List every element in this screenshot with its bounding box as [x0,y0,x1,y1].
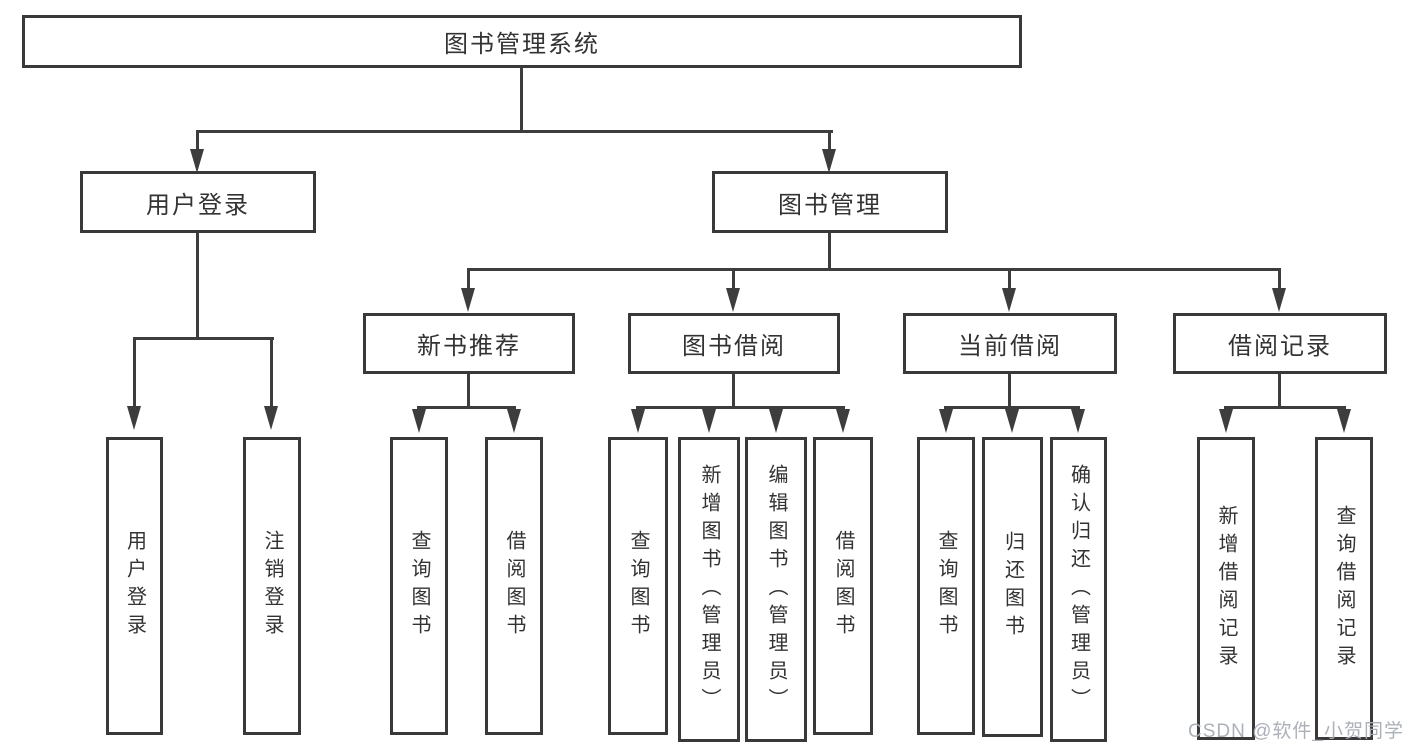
connector-current-borrow-bar [944,406,1080,409]
connector-book-borrow-stem [732,374,735,408]
arrow-down-icon [1272,288,1286,312]
node-user-login: 用户登录 [80,171,316,233]
connector-book-mgmt-drop [828,130,831,151]
leaf-user-login-label: 用户登录 [123,530,146,642]
arrow-down-icon [264,406,278,430]
arrow-down-icon [1005,409,1019,433]
arrow-down-icon [726,288,740,312]
arrow-down-icon [1002,288,1016,312]
node-book-borrow-label: 图书借阅 [682,333,786,360]
leaf-logout-label: 注销登录 [261,530,283,642]
node-library-system: 图书管理系统 [22,15,1022,68]
leaf-bb-borrow-books: 借阅图书 [813,437,873,735]
connector-book-borrow-bar [636,406,845,409]
connector-leaf-user-login-drop [133,337,136,407]
arrow-down-icon [769,409,783,433]
leaf-nb-query-books-label: 查询图书 [408,530,430,642]
leaf-nb-query-books: 查询图书 [390,437,448,735]
leaf-bb-edit-books-admin-label: 编辑图书（管理员） [765,463,787,716]
connector-user-login-bar [133,337,274,340]
node-borrow-records: 借阅记录 [1173,313,1387,374]
leaf-br-query-record: 查询借阅记录 [1315,437,1373,740]
node-book-management: 图书管理 [712,171,948,233]
arrow-down-icon [836,409,850,433]
connector-borrow-records-stem [1278,374,1281,408]
leaf-bb-query-books: 查询图书 [608,437,668,735]
leaf-bb-borrow-books-label: 借阅图书 [832,530,854,642]
leaf-br-add-record-label: 新增借阅记录 [1215,504,1237,673]
connector-user-login-drop [196,130,199,151]
leaf-br-add-record: 新增借阅记录 [1197,437,1255,740]
arrow-down-icon [127,406,141,430]
leaf-cb-query-books-label: 查询图书 [935,530,957,642]
leaf-bb-add-books-admin: 新增图书（管理员） [678,437,740,742]
leaf-bb-add-books-admin-label: 新增图书（管理员） [698,463,720,716]
leaf-bb-query-books-label: 查询图书 [627,530,649,642]
connector-book-mgmt-stem [828,233,831,270]
leaf-br-query-record-label: 查询借阅记录 [1333,504,1355,673]
node-borrow-records-label: 借阅记录 [1228,333,1332,360]
connector-user-login-stem [196,233,199,337]
node-library-system-label: 图书管理系统 [444,31,600,58]
connector-root-stem [520,66,523,132]
leaf-bb-edit-books-admin: 编辑图书（管理员） [745,437,807,742]
connector-new-book-stem [467,374,470,408]
node-user-login-label: 用户登录 [146,191,250,219]
leaf-nb-borrow-books: 借阅图书 [485,437,543,735]
leaf-logout: 注销登录 [243,437,301,735]
arrow-down-icon [412,409,426,433]
arrow-down-icon [822,149,836,173]
node-current-borrow: 当前借阅 [903,313,1117,374]
arrow-down-icon [939,409,953,433]
arrow-down-icon [1337,409,1351,433]
node-new-book-recommend-label: 新书推荐 [417,333,521,360]
connector-new-book-bar [417,406,516,409]
connector-borrow-records-drop [1278,268,1281,289]
arrow-down-icon [190,149,204,173]
arrow-down-icon [1219,409,1233,433]
connector-borrow-records-bar [1224,406,1346,409]
connector-level3-bar [467,268,1281,271]
node-new-book-recommend: 新书推荐 [363,313,575,374]
arrow-down-icon [507,409,521,433]
connector-book-borrow-drop [732,268,735,289]
connector-level1-bar [196,130,833,133]
connector-current-borrow-stem [1008,374,1011,408]
node-book-borrow: 图书借阅 [628,313,840,374]
connector-new-book-drop [467,268,470,289]
leaf-nb-borrow-books-label: 借阅图书 [503,530,525,642]
leaf-cb-confirm-return-admin: 确认归还（管理员） [1050,437,1107,742]
connector-leaf-logout-drop [270,337,273,407]
arrow-down-icon [1071,409,1085,433]
node-book-management-label: 图书管理 [778,191,882,219]
leaf-cb-confirm-return-admin-label: 确认归还（管理员） [1067,463,1090,716]
node-current-borrow-label: 当前借阅 [958,333,1062,360]
leaf-cb-query-books: 查询图书 [917,437,975,735]
leaf-user-login: 用户登录 [106,437,163,735]
leaf-cb-return-books-label: 归还图书 [1001,531,1024,643]
arrow-down-icon [702,409,716,433]
arrow-down-icon [631,409,645,433]
connector-current-borrow-drop [1008,268,1011,289]
arrow-down-icon [461,288,475,312]
leaf-cb-return-books: 归还图书 [982,437,1043,737]
